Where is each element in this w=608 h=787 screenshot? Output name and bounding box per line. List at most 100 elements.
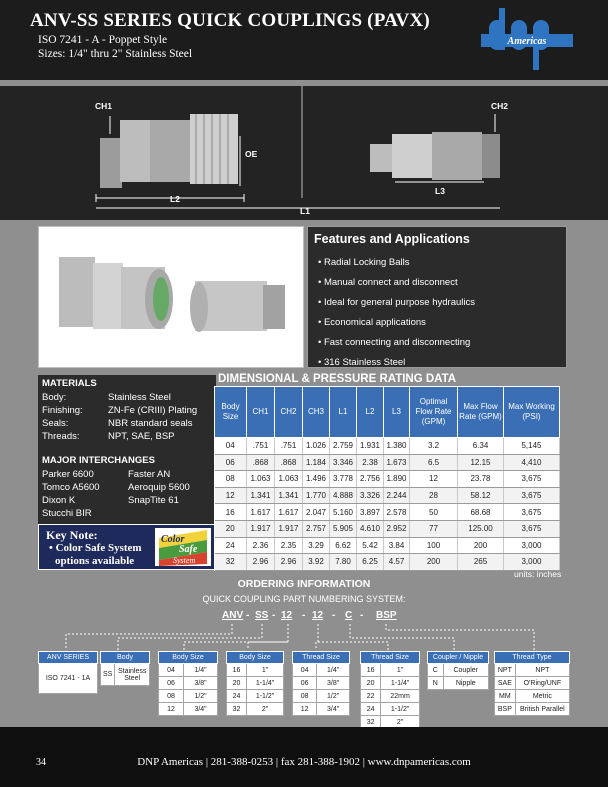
material-row: Seals:NBR standard seals [42,418,193,429]
feature-item: • Ideal for general purpose hydraulics [318,297,476,308]
pn-body: SS [255,610,269,621]
table-cell: 2.38 [356,454,384,472]
table-cell: 5.42 [356,537,384,555]
table-cell: 2.96 [246,553,275,571]
table-cell: 1-1/2" [380,702,420,716]
table-cell: 32 [359,715,382,729]
table-cell: C [427,663,444,677]
table-cell: 5.905 [329,520,357,538]
body-table: Body SS Stainless Steel [99,651,150,686]
table-cell: 04 [214,437,247,455]
body-code: SS [99,663,116,686]
svg-text:System: System [173,556,195,565]
table-cell: 12 [157,702,185,716]
table-cell: 3/8" [183,676,218,690]
table-cell: 1.063 [246,470,275,488]
table-cell: 1.341 [246,487,275,505]
table-cell: .868 [274,454,303,472]
table-cell: 68.68 [457,503,504,521]
thread-size-header: Thread Size [292,651,350,664]
materials-title: MATERIALS [42,378,97,389]
svg-text:Color: Color [161,534,184,545]
table-cell: 5.160 [329,503,357,521]
table-cell: 3,000 [503,553,560,571]
column-header: CH1 [246,386,275,438]
dnp-logo: Americas [481,8,573,70]
column-header: L2 [356,386,384,438]
ordering-subtitle: QUICK COUPLING PART NUMBERING SYSTEM: [202,594,406,604]
table-cell: 12 [214,487,247,505]
thread-size-header: Thread Size [360,651,420,664]
table-cell: 1-1/2" [246,689,284,703]
table-cell: 08 [291,689,318,703]
table-cell: Metric [514,689,571,703]
table-cell: 16 [214,503,247,521]
ch2-label: CH2 [491,101,509,111]
features-panel: Features and Applications • Radial Locki… [307,226,567,368]
table-cell: 1/4" [183,663,218,677]
ordering-title: ORDERING INFORMATION [237,578,371,590]
table-cell: 1.617 [274,503,303,521]
table-cell: 1.917 [274,520,303,538]
logo-text: Americas [507,36,547,47]
table-cell: 265 [457,553,504,571]
table-cell: 23.78 [457,470,504,488]
table-cell: 24 [225,689,248,703]
table-cell: .868 [246,454,275,472]
coupling-photo-drawing [59,257,285,332]
pn-body-size: 12 [281,610,293,621]
table-cell: 3.84 [383,537,410,555]
table-cell: 1.380 [383,437,410,455]
coupling-drawing [95,86,500,209]
key-note-box: Key Note: • Color Safe System options av… [38,524,216,570]
table-cell: 3,000 [503,537,560,555]
table-cell: NPT [514,663,571,677]
table-cell: 3,675 [503,487,560,505]
column-header: Optimal Flow Rate (GPM) [409,386,458,438]
table-header-row: Body Size CH1 CH2 CH3 L1 L2 L3 Optimal F… [214,386,560,438]
table-cell: 1/2" [183,689,218,703]
pn-dash: - [246,610,250,621]
material-row: Finishing:ZN-Fe (CRIII) Plating [42,405,198,416]
table-cell: 2.244 [383,487,410,505]
table-cell: 16 [359,663,382,677]
table-cell: 06 [291,676,318,690]
table-cell: 22 [359,689,382,703]
table-cell: 50 [409,503,458,521]
page-title: ANV-SS SERIES QUICK COUPLINGS (PAVX) [30,10,430,31]
pn-dash: - [360,610,364,621]
table-cell: 2.756 [356,470,384,488]
svg-text:Safe: Safe [179,544,198,555]
table-cell: 125.00 [457,520,504,538]
table-cell: 3.897 [356,503,384,521]
series-value: ISO 7241 - 1A [38,663,98,694]
key-note-line: • Color Safe System [49,542,142,554]
table-cell: 04 [291,663,318,677]
thread-type-header: Thread Type [494,651,570,664]
table-cell: 77 [409,520,458,538]
table-cell: Coupler [442,663,489,677]
table-cell: 2.96 [274,553,303,571]
table-cell: 3.346 [329,454,357,472]
dimension-diagram: CH1 CH2 OE L2 L3 L1 [0,86,608,220]
table-cell: 22mm [380,689,420,703]
